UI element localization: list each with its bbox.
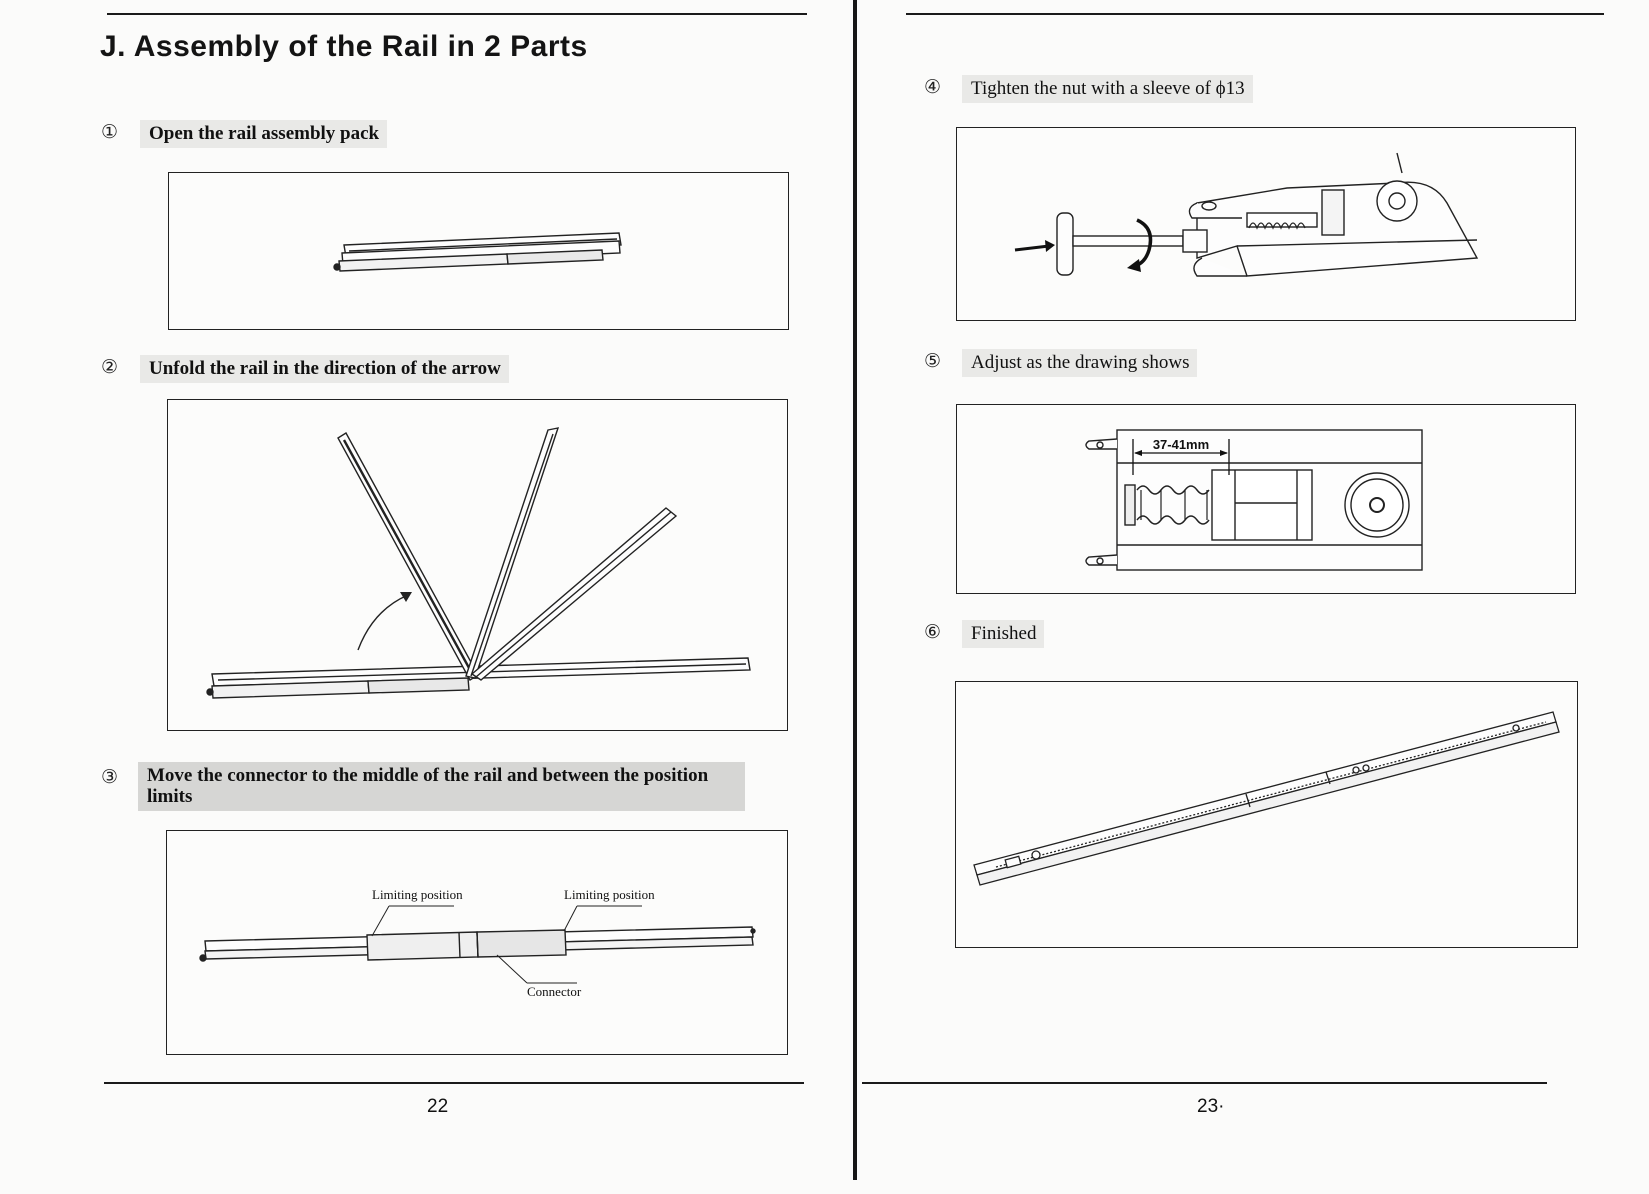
step-number-4: ④ xyxy=(924,76,942,98)
figure-connector-position: Limiting position Limiting position Conn… xyxy=(166,830,788,1055)
top-rule xyxy=(107,13,807,15)
dimension-label: 37-41mm xyxy=(1153,437,1209,452)
section-title: J. Assembly of the Rail in 2 Parts xyxy=(100,30,588,63)
connector-rail-illustration: Limiting position Limiting position Conn… xyxy=(199,887,756,999)
step-number-6: ⑥ xyxy=(924,621,942,643)
limit-left-label: Limiting position xyxy=(372,887,463,902)
bottom-rule xyxy=(104,1082,804,1084)
step-3-label: Move the connector to the middle of the … xyxy=(138,762,745,811)
step-6-label: Finished xyxy=(962,620,1045,648)
step-2-label: Unfold the rail in the direction of the … xyxy=(140,355,509,383)
page-number-right: 23· xyxy=(1197,1096,1225,1117)
finished-rail-illustration xyxy=(973,711,1560,886)
step-4-label: Tighten the nut with a sleeve of ϕ13 xyxy=(962,75,1253,103)
page-number-left: 22 xyxy=(427,1096,449,1117)
connector-label: Connector xyxy=(527,984,582,999)
sleeve-tightening-illustration xyxy=(1014,152,1479,277)
spring-adjustment-illustration: 37-41mm xyxy=(1085,429,1423,571)
figure-finished-rail xyxy=(955,681,1578,948)
figure-rail-pack xyxy=(168,172,789,330)
step-1-label: Open the rail assembly pack xyxy=(140,120,388,148)
figure-tighten-nut xyxy=(956,127,1576,321)
step-number-1: ① xyxy=(101,121,119,143)
folded-rail-illustration xyxy=(333,232,622,272)
bottom-rule xyxy=(862,1082,1547,1084)
unfolding-rail-illustration xyxy=(206,427,751,699)
step-number-3: ③ xyxy=(101,766,119,788)
top-rule xyxy=(906,13,1604,15)
right-page: ④ Tighten the nut with a sleeve of ϕ13 xyxy=(858,0,1649,1194)
book-spine xyxy=(853,0,857,1180)
left-page: J. Assembly of the Rail in 2 Parts ① Ope… xyxy=(100,13,807,1117)
limit-right-label: Limiting position xyxy=(564,887,655,902)
step-5-label: Adjust as the drawing shows xyxy=(962,349,1198,377)
figure-unfold-rail xyxy=(167,399,788,731)
step-number-2: ② xyxy=(101,356,119,378)
step-number-5: ⑤ xyxy=(924,350,942,372)
figure-adjust-spring: 37-41mm xyxy=(956,404,1576,594)
